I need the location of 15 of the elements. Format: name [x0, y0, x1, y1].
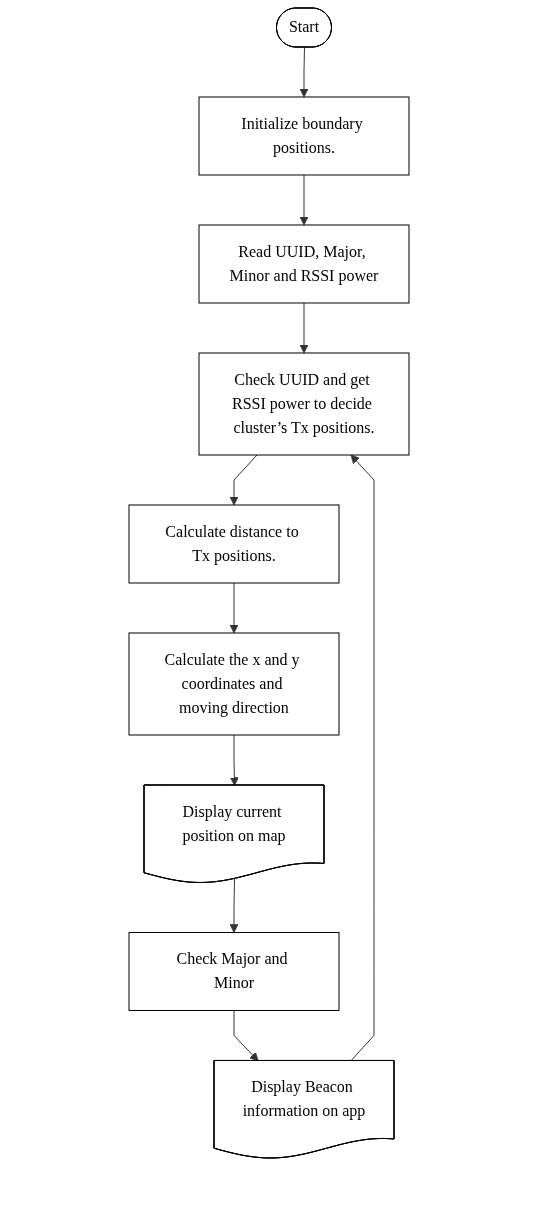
node-box: Initialize boundary positions. [198, 96, 409, 176]
node-box: Calculate distance to Tx positions. [128, 504, 339, 584]
arrow [349, 454, 374, 1062]
node-box: Check Major and Minor [128, 932, 339, 1011]
node-box: Read UUID, Major, Minor and RSSI power [198, 224, 409, 304]
node-box: Calculate the x and y coordinates and moving direction [128, 632, 339, 736]
arrow [299, 174, 308, 226]
arrow [229, 454, 258, 506]
arrow [299, 302, 308, 354]
arrow [229, 734, 239, 786]
arrow [299, 47, 308, 98]
node-box: Check UUID and get RSSI power to decide cluster’s Tx positions. [198, 352, 409, 456]
arrow [229, 582, 238, 634]
arrow [233, 1010, 259, 1062]
arrow [229, 878, 238, 933]
